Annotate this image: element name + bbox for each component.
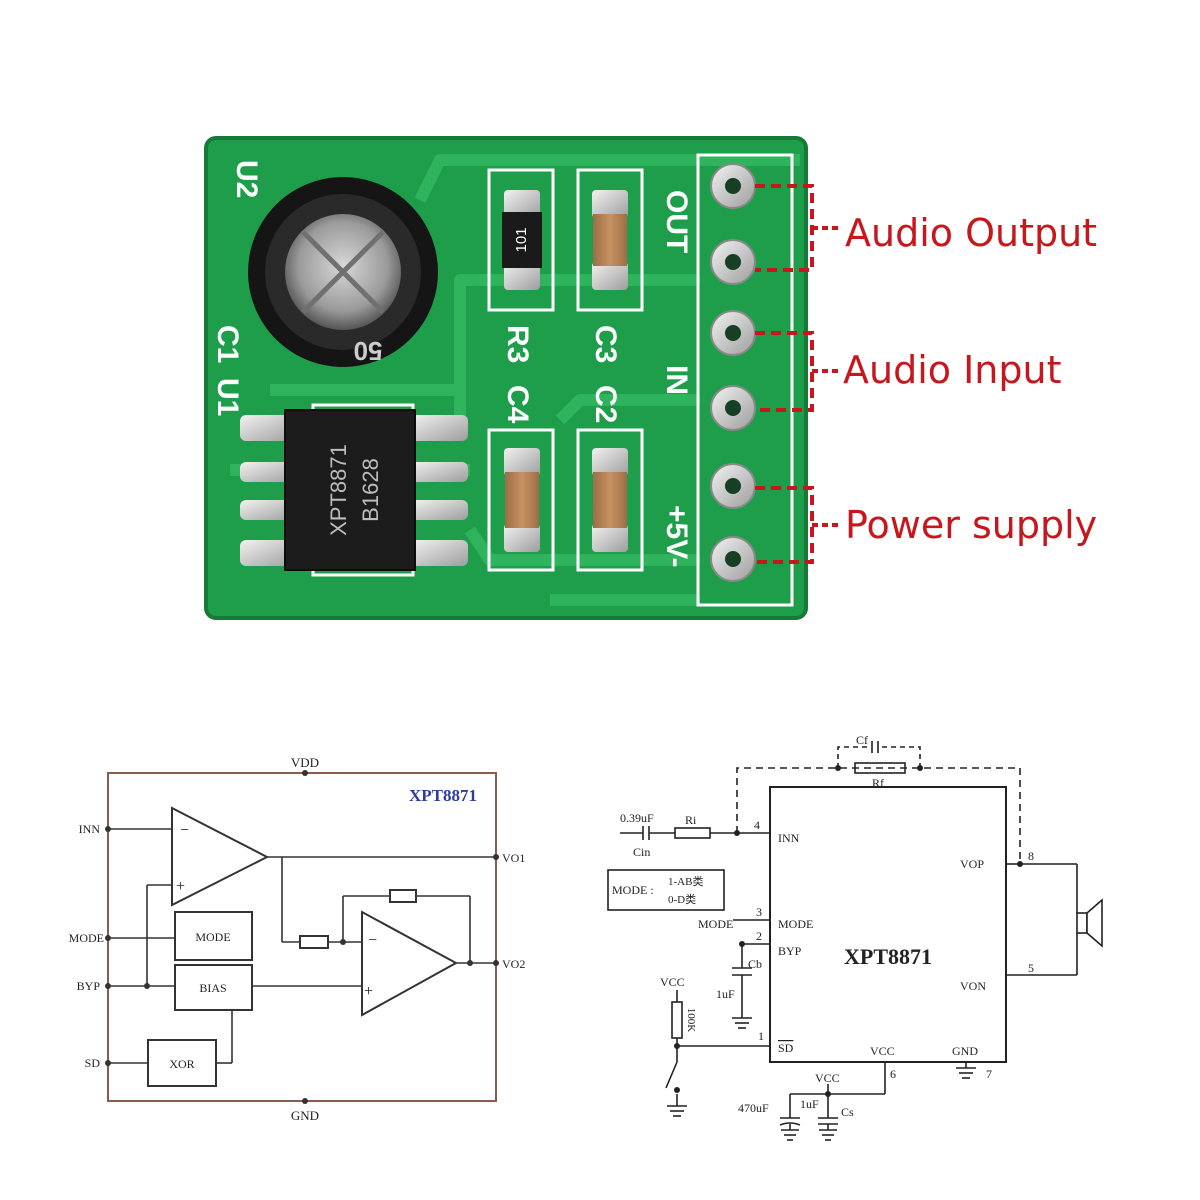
electrolytic-capacitor: 50 [248, 177, 438, 367]
header-pin [710, 536, 756, 582]
chip-leads [240, 415, 468, 566]
inn-pin-label: INN [79, 822, 101, 836]
mode-box-ab: 1-AB类 [668, 874, 703, 888]
resistor-code: 101 [513, 227, 530, 252]
c1u-label: 1uF [800, 1097, 819, 1111]
pin-number-5: 5 [1028, 961, 1034, 975]
pcb-board: 50 101 [204, 136, 808, 620]
silk-c4: C4 [501, 385, 534, 424]
rf-label: Rf [872, 776, 884, 790]
opamp2-plus: + [364, 983, 373, 1000]
block-diagram [105, 770, 499, 1104]
capacitor-marking: 50 [354, 336, 383, 366]
mode-block-label: MODE [195, 930, 230, 944]
block-diagram-title: XPT8871 [409, 786, 477, 805]
cb-label: Cb [748, 957, 762, 971]
silk-c2: C2 [589, 385, 622, 423]
callout-power-supply: Power supply [845, 503, 1097, 547]
pin-vcc-label: VCC [870, 1044, 895, 1058]
gnd-label: GND [291, 1108, 319, 1123]
pin-number-1: 1 [758, 1029, 764, 1043]
pin-inn-label: INN [778, 831, 800, 845]
vo1-label: VO1 [502, 851, 525, 865]
silk-u2: U2 [230, 160, 263, 198]
silk-u1: U1 [211, 378, 244, 416]
c470-label: 470uF [738, 1101, 769, 1115]
cin-value-label: 0.39uF [620, 811, 654, 825]
callouts [755, 184, 838, 564]
bias-block-label: BIAS [199, 981, 226, 995]
cs-label: Cs [841, 1105, 854, 1119]
app-chip-label: XPT8871 [844, 944, 932, 969]
silk-out: OUT [660, 190, 693, 253]
opamp2-minus: − [368, 932, 377, 949]
cf-label: Cf [856, 733, 868, 747]
header-pin [710, 385, 756, 431]
smd-capacitor-c3 [576, 168, 644, 312]
opamp1-plus: + [176, 878, 185, 895]
vdd-label: VDD [291, 755, 319, 770]
block-diagram-labels: VDD GND XPT8871 INN MODE BYP SD VO1 VO2 … [69, 755, 526, 1123]
header-pin [710, 463, 756, 509]
amplifier-chip: XPT8871 B1628 [240, 403, 468, 577]
silk-power: +5V- [660, 505, 693, 568]
chip-marking-model: XPT8871 [326, 444, 351, 536]
smd-capacitor-c2 [576, 428, 644, 572]
silk-r3: R3 [501, 325, 534, 363]
sd-pin-label: SD [85, 1056, 101, 1070]
mode-pin-label: MODE [69, 931, 104, 945]
pin-number-3: 3 [756, 905, 762, 919]
pin-number-7: 7 [986, 1067, 992, 1081]
resistor-100k-label: 100K [685, 1008, 697, 1033]
pin-mode-label: MODE [778, 917, 813, 931]
silk-c3: C3 [589, 325, 622, 363]
pin-von-label: VON [960, 979, 986, 993]
header-pin [710, 239, 756, 285]
xor-block-label: XOR [169, 1057, 194, 1071]
smd-capacitor-c4 [487, 428, 555, 572]
opamp1-minus: − [180, 822, 189, 839]
callout-audio-output: Audio Output [845, 211, 1097, 255]
chip-marking-date: B1628 [358, 458, 383, 522]
mode-box-label: MODE : [612, 883, 654, 897]
pin-byp-label: BYP [778, 944, 802, 958]
pin-number-2: 2 [756, 929, 762, 943]
pin-sd-label: SD [778, 1041, 794, 1055]
ri-label: Ri [685, 813, 697, 827]
pin-number-8: 8 [1028, 849, 1034, 863]
header-pin [710, 310, 756, 356]
application-circuit-labels: XPT8871 INN MODE BYP SD VOP VON VCC GND … [612, 733, 1034, 1119]
pin-vop-label: VOP [960, 857, 984, 871]
pin-gnd-label: GND [952, 1044, 978, 1058]
vcc-bottom-label: VCC [815, 1071, 840, 1085]
smd-resistor-r3: 101 [487, 168, 555, 312]
pin-number-6: 6 [890, 1067, 896, 1081]
mode-ext-label: MODE [698, 917, 733, 931]
header-pin [710, 163, 756, 209]
silk-c1: C1 [211, 325, 244, 363]
cb-value-label: 1uF [716, 987, 735, 1001]
vo2-label: VO2 [502, 957, 525, 971]
pin-number-4: 4 [754, 818, 760, 832]
cin-label: Cin [633, 845, 650, 859]
byp-pin-label: BYP [77, 979, 101, 993]
vcc-left-label: VCC [660, 975, 685, 989]
mode-box-d: 0-D类 [668, 892, 696, 906]
silk-in: IN [660, 365, 693, 395]
application-circuit [607, 741, 1103, 1141]
callout-audio-input: Audio Input [843, 348, 1061, 392]
